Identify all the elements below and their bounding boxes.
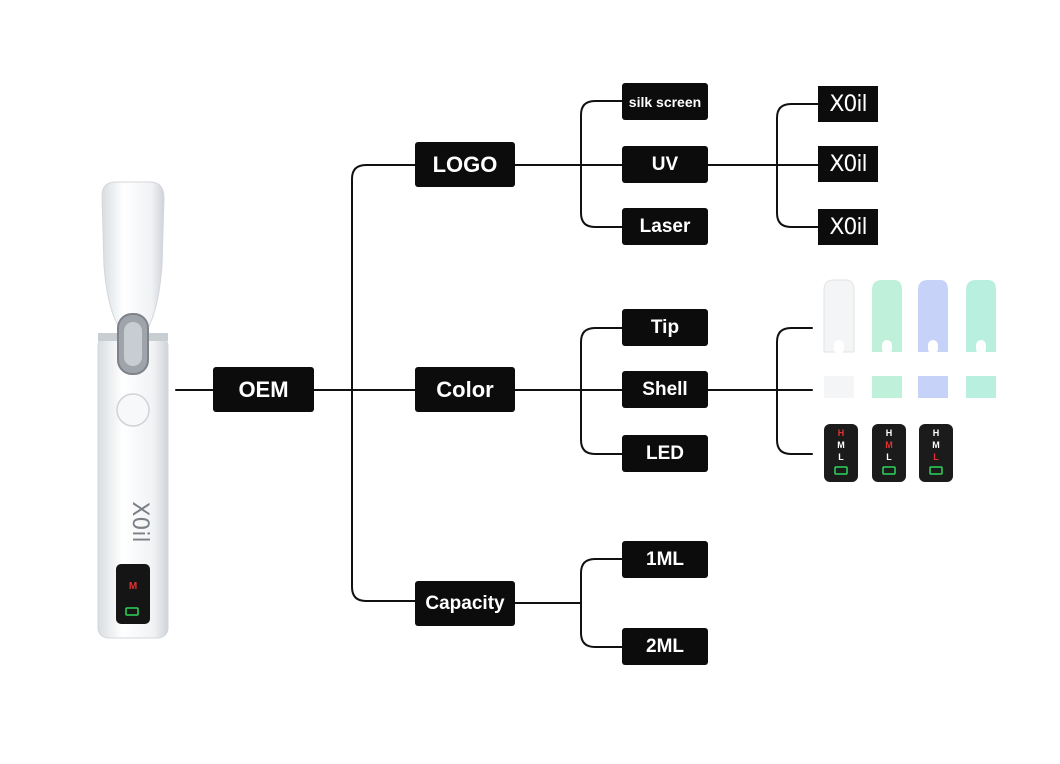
option-laser: Laser bbox=[622, 208, 708, 245]
connector-shell-samples bbox=[707, 327, 813, 455]
logo-sample-text: X0il bbox=[829, 91, 867, 117]
node-capacity-label: Capacity bbox=[425, 592, 505, 614]
logo-sample-text: X0il bbox=[829, 214, 867, 240]
device-led-letter: M bbox=[129, 581, 137, 592]
tip-swatch-aqua bbox=[966, 280, 996, 354]
option-shell: Shell bbox=[622, 371, 708, 408]
led-panel-high: H M L bbox=[824, 424, 858, 482]
device-battery-icon bbox=[125, 607, 139, 616]
device-brand-text: X0il bbox=[127, 501, 152, 542]
color-swatches bbox=[823, 279, 996, 398]
device-power-button bbox=[116, 393, 150, 427]
connector-logo-options bbox=[514, 100, 623, 228]
option-2ml: 2ML bbox=[622, 628, 708, 665]
logo-sample-silk-screen: X0il bbox=[818, 86, 878, 122]
shell-swatch-blue bbox=[918, 376, 948, 398]
device-mouthpiece bbox=[101, 181, 165, 335]
node-capacity: Capacity bbox=[415, 581, 515, 626]
option-led-label: LED bbox=[646, 442, 684, 464]
option-led: LED bbox=[622, 435, 708, 472]
tip-swatch-white bbox=[823, 279, 855, 354]
option-shell-label: Shell bbox=[642, 378, 688, 400]
node-color-label: Color bbox=[436, 376, 494, 402]
connector-color-options bbox=[514, 327, 623, 455]
node-logo: LOGO bbox=[415, 142, 515, 187]
option-uv-label: UV bbox=[651, 153, 679, 175]
shell-swatch-mint bbox=[872, 376, 902, 398]
led-letter-l: L bbox=[838, 452, 844, 462]
logo-sample-text: X0il bbox=[829, 151, 867, 177]
option-silk-screen: silk screen bbox=[622, 83, 708, 120]
battery-icon bbox=[882, 466, 896, 475]
node-oem: OEM bbox=[213, 367, 314, 412]
option-tip: Tip bbox=[622, 309, 708, 346]
option-2ml-label: 2ML bbox=[646, 635, 684, 657]
led-letter-h: H bbox=[838, 428, 845, 438]
led-panels: H M L H M L H M L bbox=[824, 424, 953, 482]
option-uv: UV bbox=[622, 146, 708, 183]
battery-icon bbox=[834, 466, 848, 475]
device-led-screen bbox=[116, 564, 150, 624]
option-silk-screen-label: silk screen bbox=[628, 93, 702, 110]
option-1ml-label: 1ML bbox=[646, 548, 684, 570]
option-tip-label: Tip bbox=[650, 316, 680, 338]
logo-sample-uv: X0il bbox=[818, 146, 878, 182]
logo-sample-laser: X0il bbox=[818, 209, 878, 245]
tip-swatch-blue bbox=[918, 280, 948, 354]
led-letter-h: H bbox=[933, 428, 940, 438]
node-oem-label: OEM bbox=[238, 376, 289, 402]
connector-capacity-options bbox=[514, 558, 623, 648]
led-letter-h: H bbox=[886, 428, 893, 438]
connector-root-logo bbox=[351, 164, 417, 602]
connector-uv-samples bbox=[707, 103, 819, 228]
led-panel-low: H M L bbox=[919, 424, 953, 482]
option-laser-label: Laser bbox=[639, 215, 691, 237]
led-letter-m: M bbox=[885, 440, 893, 450]
led-panel-medium: H M L bbox=[872, 424, 906, 482]
led-letter-l: L bbox=[886, 452, 892, 462]
tip-swatch-mint bbox=[872, 280, 902, 354]
led-letter-m: M bbox=[932, 440, 940, 450]
node-color: Color bbox=[415, 367, 515, 412]
shell-swatch-aqua bbox=[966, 376, 996, 398]
option-1ml: 1ML bbox=[622, 541, 708, 578]
shell-swatch-white bbox=[824, 376, 854, 398]
led-letter-l: L bbox=[933, 452, 939, 462]
led-letter-m: M bbox=[837, 440, 845, 450]
device-illustration: X0il M bbox=[97, 181, 169, 639]
battery-icon bbox=[929, 466, 943, 475]
node-logo-label: LOGO bbox=[432, 151, 498, 177]
